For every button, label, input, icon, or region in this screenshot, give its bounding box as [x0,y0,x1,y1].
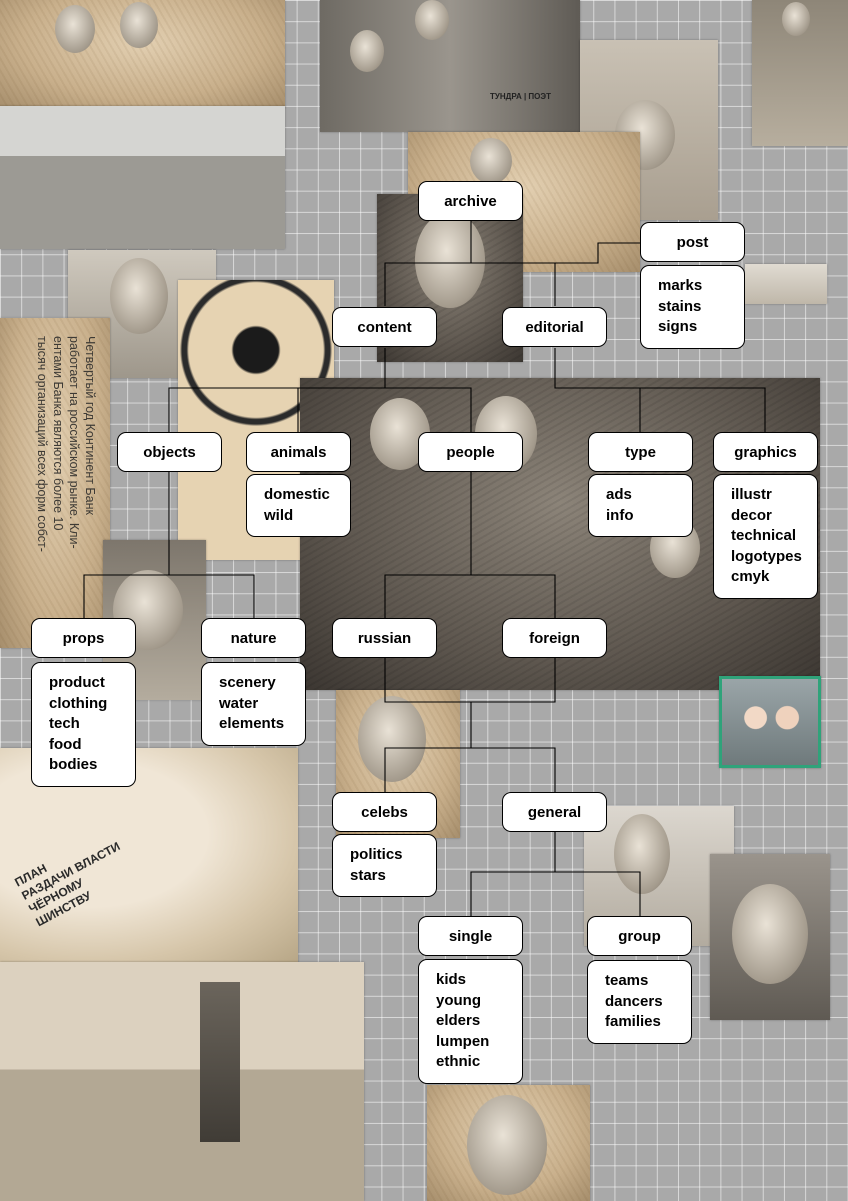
list-item[interactable]: info [606,506,634,524]
list-item[interactable]: clothing [49,694,108,712]
list-group: teams dancers families [587,960,692,1044]
list-item[interactable]: tech [49,715,80,732]
list-item[interactable]: food [49,735,82,753]
list-type: ads info [588,474,693,537]
edge-content [168,348,472,432]
node-single[interactable]: single [418,916,523,956]
node-foreign[interactable]: foreign [502,618,607,658]
node-celebs[interactable]: celebs [332,792,437,832]
list-item[interactable]: marks [658,277,703,294]
list-item[interactable]: ads [606,486,632,503]
edge-people [384,472,556,618]
library-women-clipping: ТУНДРА | ПОЭТ [320,0,580,132]
list-item[interactable]: stars [350,866,386,884]
list-item[interactable]: bodies [49,756,98,773]
node-people[interactable]: people [418,432,523,472]
city-skyline-clipping [0,962,364,1201]
node-graphics[interactable]: graphics [713,432,818,472]
edge-editorial [554,348,766,432]
list-item[interactable]: young [436,991,481,1009]
building-roof-clipping [0,106,285,249]
edge-post [555,242,644,264]
list-item[interactable]: decor [731,506,772,524]
list-item[interactable]: kids [436,971,467,988]
node-props[interactable]: props [31,618,136,658]
small-clipping [745,264,827,304]
list-animals: domestic wild [246,474,351,537]
edge-general [470,832,641,916]
node-general[interactable]: general [502,792,607,832]
list-props: product clothing tech food bodies [31,662,136,787]
newsprint-clipping: Четвертый год Континент Банк работает на… [0,318,110,648]
node-archive[interactable]: archive [418,181,523,221]
list-item[interactable]: domestic [264,486,330,503]
node-editorial[interactable]: editorial [502,307,607,347]
list-item[interactable]: ethnic [436,1053,481,1070]
node-nature[interactable]: nature [201,618,306,658]
list-single: kids young elders lumpen ethnic [418,959,523,1084]
list-item[interactable]: stains [658,297,702,315]
list-celebs: politics stars [332,834,437,897]
poster-text: ТУНДРА | ПОЭТ [490,92,551,101]
list-item[interactable]: water [219,694,259,712]
node-russian[interactable]: russian [332,618,437,658]
node-type[interactable]: type [588,432,693,472]
node-group[interactable]: group [587,916,692,956]
node-objects[interactable]: objects [117,432,222,472]
list-nature: scenery water elements [201,662,306,746]
child-photo-clipping [752,0,848,146]
edge-archive [384,221,556,306]
old-woman-clipping [427,1085,590,1201]
edge-objects [83,472,255,618]
list-item[interactable]: product [49,674,105,691]
edge-origin [384,658,556,792]
old-man-clipping [710,854,830,1020]
list-item[interactable]: teams [605,972,649,989]
list-item[interactable]: wild [264,506,294,524]
list-item[interactable]: families [605,1013,661,1030]
couple-color-photo [719,676,821,768]
list-item[interactable]: elements [219,715,285,732]
list-item[interactable]: cmyk [731,568,770,585]
node-animals[interactable]: animals [246,432,351,472]
list-item[interactable]: logotypes [731,547,802,565]
list-item[interactable]: lumpen [436,1032,490,1050]
list-item[interactable]: elders [436,1012,481,1029]
list-item[interactable]: illustr [731,486,772,503]
list-item[interactable]: dancers [605,992,663,1010]
list-item[interactable]: technical [731,527,797,544]
node-post[interactable]: post [640,222,745,262]
list-item[interactable]: signs [658,318,698,335]
list-post: marks stains signs [640,265,745,349]
list-item[interactable]: scenery [219,674,276,691]
node-content[interactable]: content [332,307,437,347]
list-item[interactable]: politics [350,846,403,863]
wedding-photo-clipping [0,0,285,108]
list-graphics: illustr decor technical logotypes cmyk [713,474,818,599]
